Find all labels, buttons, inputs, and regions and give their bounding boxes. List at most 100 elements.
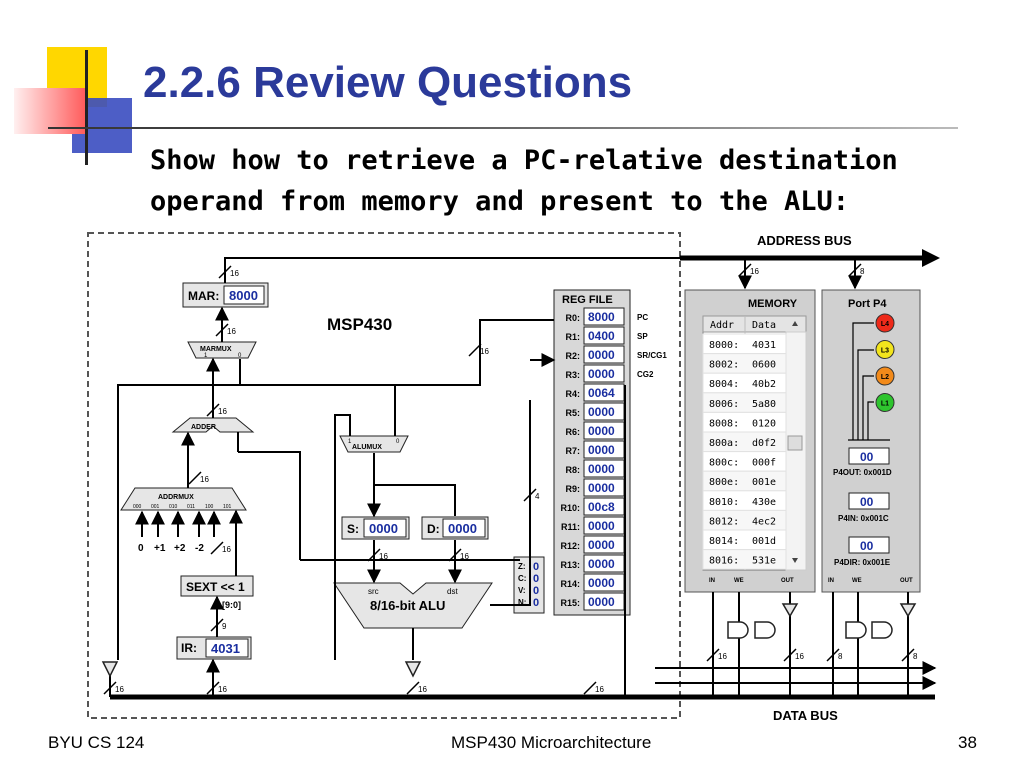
alu-label: 8/16-bit ALU xyxy=(370,598,445,613)
bus-width-label: 16 xyxy=(750,267,759,276)
register-name: R15: xyxy=(560,598,580,608)
register-name: R5: xyxy=(565,408,580,418)
bus-width-slash xyxy=(826,648,840,662)
marmux-in0: 0 xyxy=(238,353,242,359)
mar-label: MAR: xyxy=(188,289,219,303)
register-value: 0000 xyxy=(588,557,615,571)
addrmux-select: 101 xyxy=(223,504,232,510)
register-value-box xyxy=(583,326,625,345)
alu-src-label: src xyxy=(368,587,379,596)
bus-width-slash xyxy=(738,263,752,277)
register-alias: PC xyxy=(637,313,648,322)
mar-register: MAR: 8000 xyxy=(182,282,269,308)
bus-width-slash xyxy=(406,681,420,695)
bus-width-slash xyxy=(206,403,220,417)
register-name: R11: xyxy=(561,522,580,532)
p4in-label: P4IN: 0x001C xyxy=(838,514,889,523)
memory-col-addr: Addr xyxy=(710,320,734,331)
register-value: 0000 xyxy=(588,367,615,381)
register-name: R1: xyxy=(565,332,580,342)
register-alias: SR/CG1 xyxy=(637,351,667,360)
bus-width-label: 16 xyxy=(230,269,239,278)
memory-addr: 8000: xyxy=(709,340,739,351)
port-title: Port P4 xyxy=(848,298,887,310)
alu-dst-label: dst xyxy=(447,587,458,596)
control-label: IN xyxy=(828,578,834,584)
register-value: 0000 xyxy=(588,424,615,438)
alumux-in1: 1 xyxy=(348,439,352,445)
memory-addr: 8004: xyxy=(709,379,739,390)
bus-width-slash xyxy=(367,548,381,562)
bus-width-label: 8 xyxy=(838,652,843,661)
register-value: 0000 xyxy=(588,519,615,533)
register-name: R3: xyxy=(565,370,580,380)
bus-width-slash xyxy=(210,618,224,632)
bus-width-slash xyxy=(783,648,797,662)
addrmux-constant: 0 xyxy=(138,543,144,554)
led-label: L3 xyxy=(881,348,889,355)
bus-width-slash xyxy=(218,265,232,279)
logic-gates xyxy=(727,621,893,639)
secondary-data-lines xyxy=(655,661,937,690)
addrmux-select: 100 xyxy=(205,504,214,510)
led-label: L1 xyxy=(881,401,889,408)
register-alias: SP xyxy=(637,332,648,341)
flag-name: V: xyxy=(518,586,526,595)
bus-width-label: 16 xyxy=(115,685,124,694)
memory-row[interactable] xyxy=(702,549,787,570)
addrmux-constant: +2 xyxy=(174,543,186,554)
marmux-in1: 1 xyxy=(204,353,208,359)
question-text: Show how to retrieve a PC-relative desti… xyxy=(150,140,940,222)
memory-data: 5a80 xyxy=(752,399,776,410)
alumux-in0: 0 xyxy=(396,439,400,445)
wires xyxy=(109,257,909,697)
addrmux-select: 000 xyxy=(133,504,142,510)
register-value: 0000 xyxy=(588,462,615,476)
register-value-box xyxy=(583,307,625,326)
data-bus-label: DATA BUS xyxy=(773,708,838,723)
bus-width-label: 8 xyxy=(860,267,865,276)
memory-addr: 8016: xyxy=(709,556,739,567)
register-name: R6: xyxy=(565,427,580,437)
bus-width-label: 16 xyxy=(200,475,209,484)
memory-panel: MEMORY Addr Data 8000:40318002:06008004:… xyxy=(684,289,816,593)
led-wiring xyxy=(848,322,890,441)
memory-data: 4031 xyxy=(752,340,776,351)
p4in-value: 00 xyxy=(860,495,874,509)
memory-addr: 8010: xyxy=(709,497,739,508)
led-indicator xyxy=(875,366,895,386)
bus-width-label: 16 xyxy=(222,545,231,554)
ir-value: 4031 xyxy=(211,641,240,656)
memory-col-data: Data xyxy=(752,320,776,331)
bus-width-slash xyxy=(103,681,117,695)
bus-width-label: 16 xyxy=(379,552,388,561)
bus-width-label: 16 xyxy=(218,685,227,694)
register-value: 0000 xyxy=(588,538,615,552)
footer-topic: MSP430 Microarchitecture xyxy=(451,733,652,752)
memory-data: 001d xyxy=(752,536,776,547)
memory-data: 40b2 xyxy=(752,379,776,390)
p4dir-label: P4DIR: 0x001E xyxy=(834,558,891,567)
register-name: R0: xyxy=(565,313,580,323)
sext-bits: [9:0] xyxy=(222,600,241,610)
sext-label: SEXT << 1 xyxy=(186,580,245,594)
adder: ADDER xyxy=(171,417,255,433)
memory-data: 4ec2 xyxy=(752,516,776,527)
memory-scrollbar[interactable] xyxy=(785,321,807,571)
memory-data: 001e xyxy=(752,477,776,488)
footer-course: BYU CS 124 xyxy=(48,733,145,752)
bus-width-label: 9 xyxy=(222,622,227,631)
control-label: WE xyxy=(734,578,744,584)
addrmux-constants: 0+1+2-2 xyxy=(135,510,221,554)
bus-width-slash xyxy=(901,648,915,662)
bus-width-slash xyxy=(583,681,597,695)
address-bus: ADDRESS BUS xyxy=(680,233,940,267)
register-value-box xyxy=(583,345,625,364)
flag-value: 0 xyxy=(533,597,539,609)
memory-title: MEMORY xyxy=(748,298,798,310)
bus-width-label: 16 xyxy=(595,685,604,694)
memory-addr: 8006: xyxy=(709,399,739,410)
bus-width-slash xyxy=(215,323,229,337)
reg-file-title: REG FILE xyxy=(562,294,613,306)
